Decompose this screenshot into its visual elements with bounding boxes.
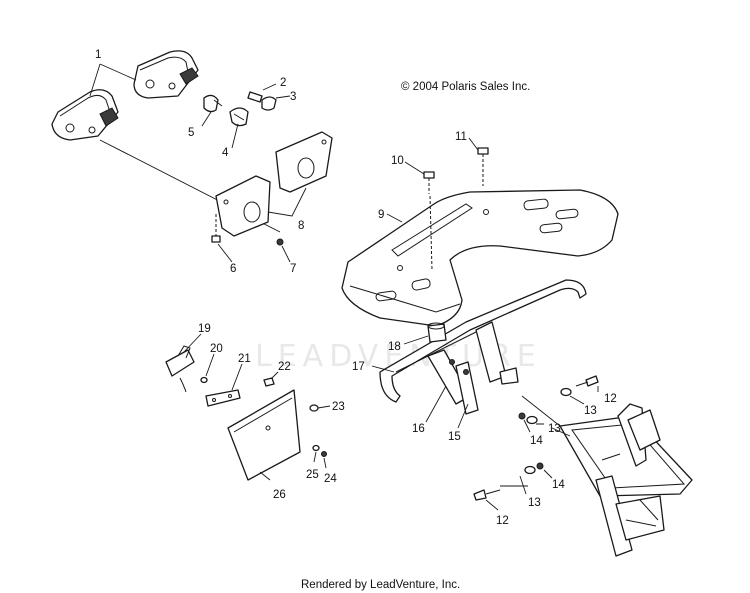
footer-credit: Rendered by LeadVenture, Inc. bbox=[301, 579, 460, 591]
callout-5: 5 bbox=[188, 127, 194, 139]
washer-13-mid bbox=[526, 415, 538, 425]
bolt-22 bbox=[263, 377, 275, 387]
callout-18: 18 bbox=[388, 341, 401, 353]
callout-6: 6 bbox=[230, 263, 236, 275]
callout-2: 2 bbox=[280, 77, 286, 89]
callout-14-mid: 14 bbox=[530, 435, 543, 447]
callout-23: 23 bbox=[332, 401, 345, 413]
bolt-11 bbox=[477, 147, 489, 186]
bolt-6 bbox=[211, 214, 221, 243]
washer-13-lower bbox=[524, 465, 536, 475]
callout-9: 9 bbox=[378, 209, 384, 221]
plate-26 bbox=[227, 389, 301, 481]
callout-12-upper: 12 bbox=[604, 393, 617, 405]
bracket-21 bbox=[205, 389, 241, 407]
nut-24 bbox=[321, 451, 327, 457]
callout-4: 4 bbox=[222, 147, 229, 159]
copyright-text: © 2004 Polaris Sales Inc. bbox=[401, 81, 530, 93]
rack-plate-9 bbox=[341, 189, 619, 327]
callout-1: 1 bbox=[95, 49, 101, 61]
washer-13-upper bbox=[560, 387, 572, 397]
tail-light-lower bbox=[51, 89, 119, 141]
callout-13-lower: 13 bbox=[528, 497, 541, 509]
callout-8: 8 bbox=[298, 220, 304, 232]
nut-20 bbox=[200, 376, 208, 384]
callout-12-lower: 12 bbox=[496, 515, 509, 527]
callout-19: 19 bbox=[198, 323, 211, 335]
tail-light-upper bbox=[133, 50, 199, 99]
callout-24: 24 bbox=[324, 473, 337, 485]
socket-4 bbox=[229, 107, 249, 127]
screw-2 bbox=[247, 91, 263, 103]
bulb-5 bbox=[203, 94, 223, 113]
callout-20: 20 bbox=[210, 343, 223, 355]
grommet-3 bbox=[261, 96, 277, 111]
callout-22: 22 bbox=[278, 361, 291, 373]
callout-17: 17 bbox=[352, 361, 365, 373]
callout-21: 21 bbox=[238, 353, 251, 365]
callout-15: 15 bbox=[448, 431, 461, 443]
callout-16: 16 bbox=[412, 423, 425, 435]
bolt-10 bbox=[423, 171, 435, 271]
callout-25: 25 bbox=[306, 469, 319, 481]
callout-13-mid: 13 bbox=[548, 423, 561, 435]
callout-13-upper: 13 bbox=[584, 405, 597, 417]
vehicle-frame bbox=[559, 403, 693, 557]
bracket-8-rear bbox=[275, 131, 333, 193]
rack-frame-17 bbox=[379, 279, 587, 415]
spacer-18 bbox=[427, 322, 447, 343]
bracket-8-front bbox=[215, 175, 271, 237]
callout-14-lower: 14 bbox=[552, 479, 565, 491]
washer-14-mid bbox=[518, 412, 526, 420]
washer-14-lower bbox=[536, 462, 544, 470]
light-19 bbox=[165, 345, 195, 393]
callout-7: 7 bbox=[290, 263, 296, 275]
bolt-12-lower bbox=[473, 489, 501, 501]
callout-10: 10 bbox=[391, 155, 404, 167]
nut-7 bbox=[276, 238, 284, 246]
callout-26: 26 bbox=[273, 489, 286, 501]
callout-11: 11 bbox=[455, 131, 467, 143]
callout-3: 3 bbox=[290, 91, 296, 103]
bolt-12-upper bbox=[575, 375, 599, 387]
washer-25 bbox=[312, 444, 320, 452]
nut-23 bbox=[309, 404, 319, 412]
